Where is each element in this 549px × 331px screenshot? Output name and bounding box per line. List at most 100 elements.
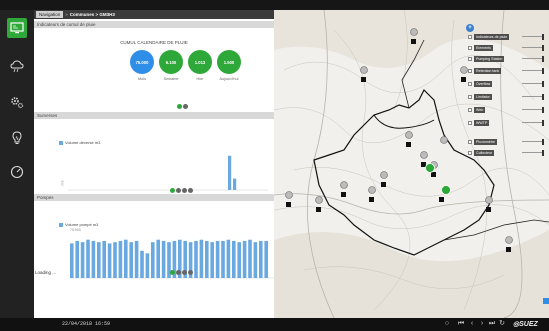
breadcrumb-current[interactable]: Communes > GM3H3 bbox=[69, 12, 115, 17]
opacity-slider[interactable] bbox=[522, 83, 544, 84]
pumping-bar[interactable] bbox=[264, 240, 268, 278]
opacity-slider[interactable] bbox=[522, 58, 544, 59]
rain-section-header[interactable]: Indicateurs de cumul de pluie bbox=[34, 21, 274, 28]
skip-back-icon[interactable]: ⏮ bbox=[457, 320, 465, 327]
pumping-bar[interactable] bbox=[253, 242, 258, 278]
pager-dot-active[interactable] bbox=[177, 104, 182, 109]
layer-row[interactable]: Indicateurs de pluie bbox=[468, 32, 546, 41]
layer-checkbox[interactable] bbox=[468, 150, 472, 155]
layer-checkbox[interactable] bbox=[468, 68, 472, 73]
pumping-bar[interactable] bbox=[172, 240, 177, 278]
record-icon[interactable]: ○ bbox=[444, 320, 450, 327]
opacity-knob[interactable] bbox=[542, 149, 544, 156]
layer-checkbox[interactable] bbox=[468, 45, 472, 50]
pumping-bar[interactable] bbox=[248, 239, 252, 278]
layer-checkbox[interactable] bbox=[468, 94, 472, 99]
pumping-bar[interactable] bbox=[259, 240, 263, 278]
pumping-bar[interactable] bbox=[151, 242, 155, 278]
opacity-knob[interactable] bbox=[542, 55, 544, 62]
layer-checkbox[interactable] bbox=[468, 56, 472, 61]
map-view[interactable]: + Indicateurs de pluie Elements Pumping … bbox=[274, 10, 549, 318]
gauge-icon[interactable] bbox=[7, 162, 27, 182]
pumping-bar[interactable] bbox=[167, 242, 171, 278]
pager-dot-active[interactable] bbox=[170, 188, 175, 193]
pumping-bar[interactable] bbox=[75, 240, 79, 278]
pumping-bar[interactable] bbox=[156, 239, 160, 278]
pumping-bar[interactable] bbox=[237, 242, 241, 278]
pager-dot[interactable] bbox=[188, 188, 193, 193]
overflow-bar[interactable] bbox=[228, 155, 232, 190]
pager-dot[interactable] bbox=[183, 104, 188, 109]
opacity-knob[interactable] bbox=[542, 80, 544, 87]
pumping-section-header[interactable]: Pompes bbox=[34, 194, 274, 201]
pumping-bar[interactable] bbox=[188, 242, 193, 278]
gears-icon[interactable] bbox=[7, 92, 27, 112]
overflow-bar[interactable] bbox=[233, 178, 237, 190]
pumping-bar[interactable] bbox=[145, 253, 150, 278]
pager-dot[interactable] bbox=[188, 270, 193, 275]
pumping-bar[interactable] bbox=[118, 240, 123, 278]
pumping-bar[interactable] bbox=[70, 243, 74, 278]
zoom-in-button[interactable]: + bbox=[466, 24, 474, 32]
pumping-bar[interactable] bbox=[215, 240, 220, 278]
pumping-bar[interactable] bbox=[183, 240, 187, 278]
opacity-slider[interactable] bbox=[522, 96, 544, 97]
layer-checkbox[interactable] bbox=[468, 120, 472, 125]
layer-checkbox[interactable] bbox=[468, 107, 472, 112]
layer-row[interactable]: Limitator bbox=[468, 92, 546, 101]
opacity-knob[interactable] bbox=[542, 119, 544, 126]
opacity-slider[interactable] bbox=[522, 122, 544, 123]
pumping-bar[interactable] bbox=[178, 239, 182, 278]
pumping-bar[interactable] bbox=[124, 239, 128, 278]
pumping-bar[interactable] bbox=[97, 242, 101, 278]
bulb-icon[interactable] bbox=[7, 128, 27, 148]
overflow-section-header[interactable]: Surverses bbox=[34, 112, 274, 119]
pumping-bar[interactable] bbox=[210, 242, 214, 278]
opacity-slider[interactable] bbox=[522, 109, 544, 110]
pager-dot-active[interactable] bbox=[170, 270, 175, 275]
pager-dot[interactable] bbox=[182, 188, 187, 193]
opacity-slider[interactable] bbox=[522, 36, 544, 37]
layer-row[interactable]: Pluviomètre bbox=[468, 137, 546, 146]
monitor-icon[interactable] bbox=[7, 18, 27, 38]
layer-row[interactable]: Overflow bbox=[468, 79, 546, 88]
cloud-rain-icon[interactable] bbox=[7, 56, 27, 76]
pumping-bar[interactable] bbox=[232, 240, 236, 278]
next-icon[interactable]: › bbox=[480, 320, 484, 327]
layer-row[interactable]: WWTP bbox=[468, 118, 546, 127]
pumping-bar[interactable] bbox=[242, 240, 247, 278]
pumping-bar[interactable] bbox=[134, 240, 139, 278]
pumping-bar[interactable] bbox=[161, 240, 166, 278]
layer-checkbox[interactable] bbox=[468, 81, 472, 86]
pumping-bar[interactable] bbox=[205, 240, 209, 278]
opacity-slider[interactable] bbox=[522, 141, 544, 142]
breadcrumb-nav[interactable]: Navigation bbox=[36, 11, 64, 18]
layer-checkbox[interactable] bbox=[468, 34, 472, 39]
layer-row[interactable]: Pumping Station bbox=[468, 54, 546, 63]
opacity-knob[interactable] bbox=[542, 67, 544, 74]
pager-dot[interactable] bbox=[182, 270, 187, 275]
pumping-bar[interactable] bbox=[140, 250, 144, 278]
pager-dot[interactable] bbox=[176, 188, 181, 193]
pumping-bar[interactable] bbox=[80, 242, 85, 278]
pumping-bar[interactable] bbox=[86, 239, 90, 278]
pumping-bar[interactable] bbox=[113, 242, 117, 278]
pumping-bar[interactable] bbox=[199, 239, 204, 278]
pumping-bar[interactable] bbox=[129, 242, 133, 278]
skip-forward-icon[interactable]: ⏭ bbox=[488, 320, 496, 327]
pumping-bar[interactable] bbox=[221, 240, 225, 278]
opacity-knob[interactable] bbox=[542, 93, 544, 100]
opacity-knob[interactable] bbox=[542, 106, 544, 113]
layer-row[interactable]: Elements bbox=[468, 43, 546, 52]
pumping-bar[interactable] bbox=[107, 243, 112, 278]
opacity-knob[interactable] bbox=[542, 138, 544, 145]
opacity-knob[interactable] bbox=[542, 44, 544, 51]
pumping-bar[interactable] bbox=[91, 240, 96, 278]
opacity-slider[interactable] bbox=[522, 152, 544, 153]
prev-icon[interactable]: ‹ bbox=[470, 320, 474, 327]
layer-checkbox[interactable] bbox=[468, 139, 472, 144]
pumping-bar[interactable] bbox=[102, 240, 106, 278]
opacity-slider[interactable] bbox=[522, 47, 544, 48]
layer-row[interactable]: Collecteur bbox=[468, 148, 546, 157]
pumping-bar[interactable] bbox=[194, 240, 198, 278]
